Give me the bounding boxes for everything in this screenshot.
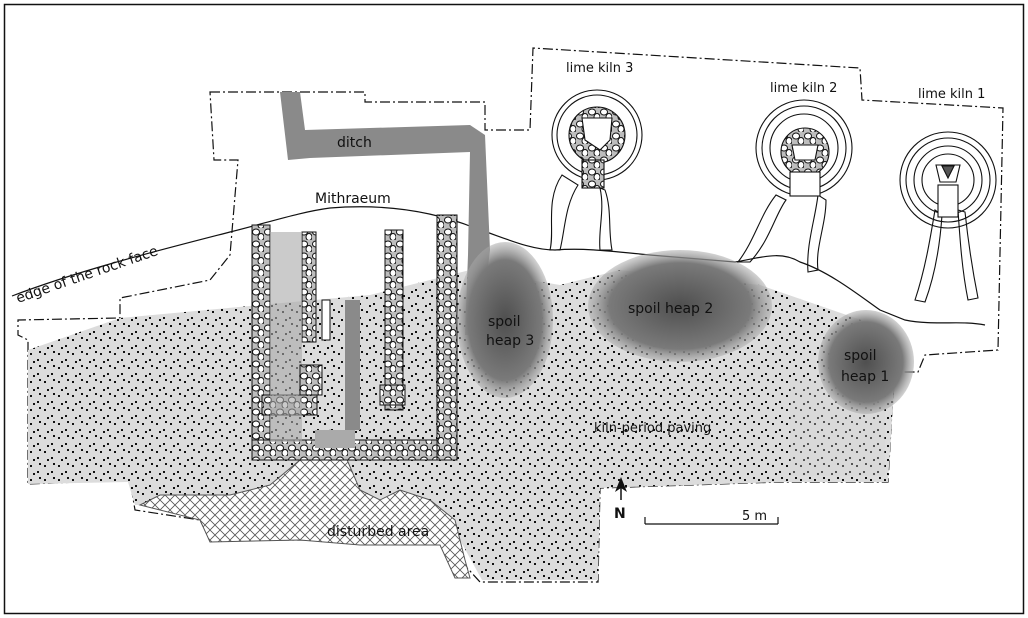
lime-kiln-2	[736, 99, 853, 273]
lime-kiln-3	[549, 89, 643, 251]
ditch-label: ditch	[337, 135, 372, 151]
spoil-heap-3-label-line2: heap 3	[486, 333, 534, 349]
scale-bar	[644, 517, 779, 525]
spoil-heap-1-label-line2: heap 1	[841, 369, 889, 385]
north-label: N	[614, 506, 626, 522]
spoil-heap-1-label-line1: spoil	[844, 348, 877, 364]
lime-kiln-3-label: lime kiln 3	[566, 61, 633, 76]
spoil-heap-1	[818, 310, 914, 414]
lime-kiln-2-label: lime kiln 2	[770, 81, 837, 96]
spoil-heap-2-label: spoil heap 2	[628, 301, 713, 317]
paving-label: kiln-period paving	[594, 421, 711, 436]
disturbed-area-label: disturbed area	[327, 524, 429, 540]
figure-frame	[3, 3, 1025, 615]
lime-kiln-1-label: lime kiln 1	[918, 87, 985, 102]
scale-label: 5 m	[742, 509, 767, 524]
disturbed-area	[138, 429, 471, 579]
lime-kiln-1	[899, 131, 997, 303]
spoil-heap-2	[588, 250, 772, 362]
ditch	[280, 92, 490, 335]
spoil-heap-3	[457, 242, 553, 398]
mithraeum-label: Mithraeum	[315, 191, 391, 207]
spoil-heap-3-label-line1: spoil	[488, 314, 521, 330]
mithraeum-walls	[251, 214, 458, 461]
north-arrow-icon	[615, 477, 627, 500]
rock-face-line	[11, 206, 986, 326]
rock-face-label: edge of the rock face	[14, 243, 160, 307]
